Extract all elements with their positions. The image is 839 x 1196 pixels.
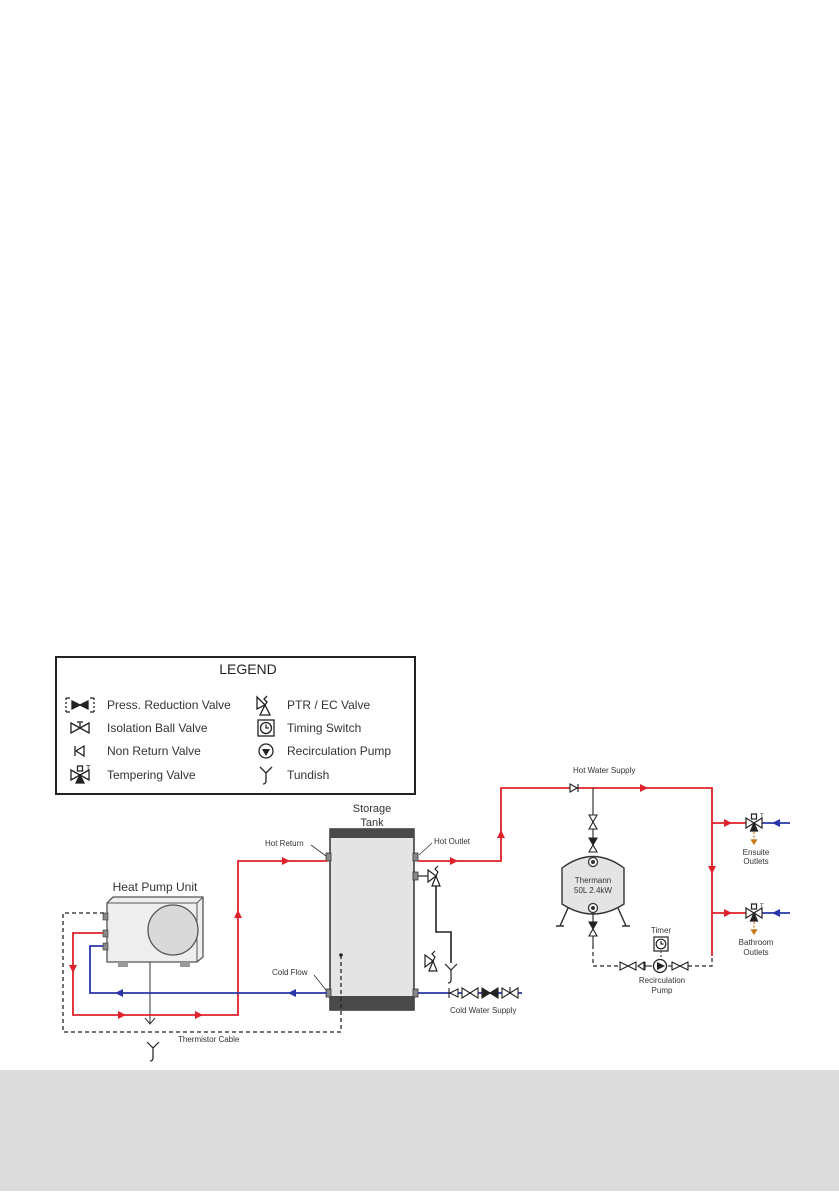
recirculation-valves — [619, 960, 689, 972]
thermistor-cable-label: Thermistor Cable — [178, 1035, 240, 1044]
bathroom-outlets-label-line2: Outlets — [743, 948, 768, 957]
non-return-valve-icon — [74, 744, 85, 758]
ensuite-outlets-label-line2: Outlets — [743, 857, 768, 866]
tempering-valve-bathroom — [745, 903, 763, 936]
ensuite-tempering-mark: T — [760, 814, 764, 820]
hot-water-supply-label: Hot Water Supply — [573, 766, 635, 775]
cold-flow-label: Cold Flow — [272, 968, 308, 977]
recirculation-pump-label-line2: Pump — [652, 986, 673, 995]
cold-supply-valves — [448, 987, 519, 999]
storage-tank-label-line1: Storage — [353, 803, 392, 815]
thermann-label-line1: Thermann — [575, 876, 611, 885]
tempering-valve-ensuite — [745, 813, 763, 846]
legend-label-isolation-ball: Isolation Ball Valve — [107, 721, 208, 735]
timing-switch-icon — [257, 719, 275, 737]
legend-box — [55, 656, 416, 795]
bathroom-outlets-label-line1: Bathroom — [739, 938, 774, 947]
thermann-bottom-valve — [588, 913, 598, 945]
ensuite-outlets-label-line1: Ensuite — [743, 848, 770, 857]
legend: LEGEND Press. Reduction Valve Isolation … — [55, 656, 416, 795]
recirculation-return — [592, 945, 713, 967]
heat-pump-unit-label: Heat Pump Unit — [113, 880, 198, 894]
legend-label-ptr-ec: PTR / EC Valve — [287, 698, 370, 712]
legend-label-tundish: Tundish — [287, 768, 329, 782]
hot-return-label: Hot Return — [265, 839, 304, 848]
isolation-ball-valve-icon — [70, 721, 90, 735]
tundish-icon-tank — [444, 963, 458, 984]
storage-tank-bottom-cap — [330, 996, 414, 1010]
cold-flow-arrows — [115, 819, 780, 997]
storage-tank: Storage Tank — [325, 803, 419, 1011]
legend-label-press-reduction: Press. Reduction Valve — [107, 698, 231, 712]
heat-pump-unit: Heat Pump Unit — [102, 880, 204, 967]
tempering-valve-icon — [70, 765, 90, 784]
tundish-icon-heat-pump — [146, 1041, 160, 1062]
legend-tempering-mark: T — [86, 765, 91, 772]
hot-flow-arrows — [69, 784, 732, 1019]
thermann-heater: Thermann 50L 2.4kW — [556, 855, 630, 927]
thermistor-cable — [62, 912, 342, 1033]
press-reduction-valve-icon — [65, 697, 95, 713]
bathroom-tempering-mark: T — [760, 904, 764, 910]
legend-label-timing-switch: Timing Switch — [287, 721, 361, 735]
timing-switch-icon-diagram — [653, 936, 669, 952]
thermann-label-line2: 50L 2.4kW — [574, 886, 612, 895]
legend-label-recirculation-pump: Recirculation Pump — [287, 744, 391, 758]
tundish-icon — [259, 766, 273, 785]
storage-tank-label-line2: Tank — [360, 817, 384, 829]
thermann-feed — [588, 788, 598, 853]
cold-water-supply-label: Cold Water Supply — [450, 1006, 516, 1015]
legend-label-non-return: Non Return Valve — [107, 744, 201, 758]
recirculation-pump-label-line1: Recirculation — [639, 976, 685, 985]
legend-title: LEGEND — [219, 661, 277, 677]
timer-label: Timer — [651, 926, 671, 935]
storage-tank-top-cap — [330, 829, 414, 838]
non-return-valve-supply — [569, 783, 579, 793]
heat-pump-fan — [147, 904, 199, 956]
hot-outlet-label: Hot Outlet — [434, 837, 471, 846]
ptr-ec-valve-icon — [256, 695, 272, 716]
recirculation-pump-icon-diagram — [652, 958, 668, 974]
ptr-ec-valve-tank — [418, 865, 452, 963]
legend-label-tempering: Tempering Valve — [107, 768, 196, 782]
storage-tank-body — [329, 828, 415, 1011]
ptr-ec-valve-lower — [424, 950, 438, 972]
footer-band — [0, 1070, 839, 1191]
recirculation-pump-icon — [258, 743, 274, 759]
